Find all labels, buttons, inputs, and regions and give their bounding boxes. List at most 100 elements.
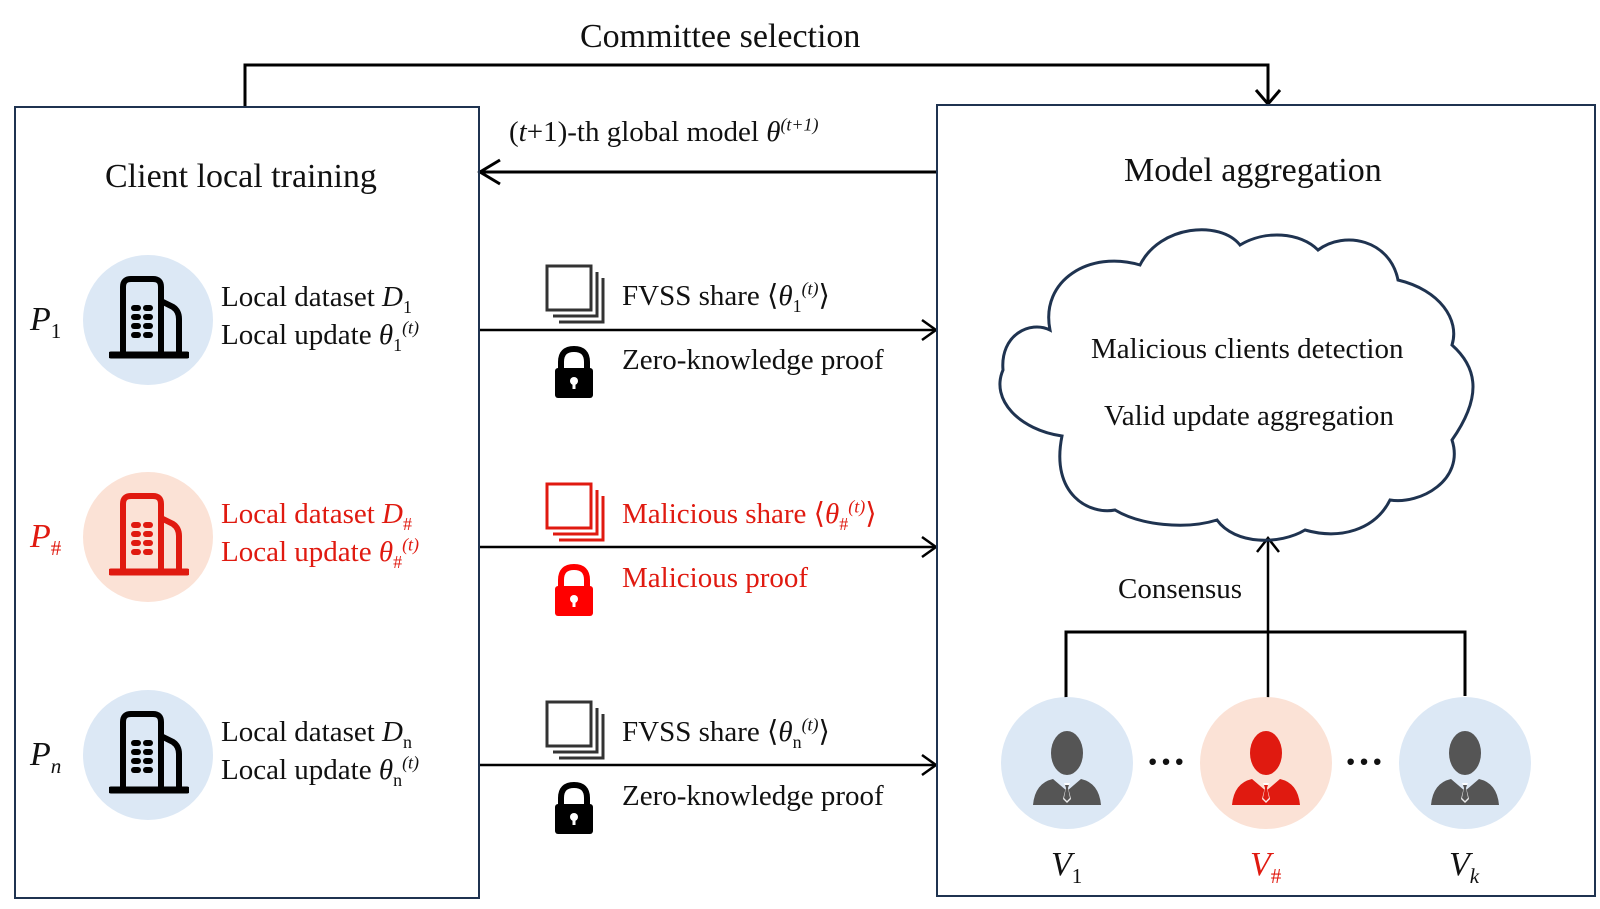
share-sup: (t) bbox=[801, 278, 819, 299]
global-model-label: (t+1)-th global model θ(t+1) bbox=[509, 115, 819, 148]
gm-sup: (t+1) bbox=[780, 114, 819, 135]
validator-sub: # bbox=[1270, 863, 1282, 888]
share-label: FVSS share ⟨θn(t)⟩ bbox=[622, 715, 830, 750]
client-sub: # bbox=[50, 535, 62, 560]
client-name: P bbox=[30, 301, 51, 338]
lock-icon bbox=[551, 781, 597, 841]
person-icon bbox=[1425, 727, 1505, 812]
validator-label: V1 bbox=[1051, 848, 1082, 887]
share-text: FVSS share ⟨ bbox=[622, 280, 779, 312]
update-symbol: θ bbox=[378, 754, 394, 786]
client-update: Local update θ#(t) bbox=[221, 535, 419, 570]
lock-icon bbox=[551, 345, 597, 405]
share-symbol: θ bbox=[825, 498, 840, 530]
person-icon bbox=[1027, 727, 1107, 812]
dataset-label: Local dataset bbox=[221, 498, 383, 530]
share-sub: 1 bbox=[792, 295, 802, 316]
dataset-sub: n bbox=[402, 731, 412, 752]
dataset-symbol: D bbox=[382, 281, 403, 313]
update-label: Local update bbox=[221, 319, 379, 351]
share-symbol: θ bbox=[778, 716, 793, 748]
model-aggregation-panel bbox=[936, 104, 1596, 897]
share-label: Malicious share ⟨θ#(t)⟩ bbox=[622, 497, 877, 532]
dataset-sub: 1 bbox=[402, 296, 412, 317]
gm-suffix: +1)-th global model bbox=[526, 116, 767, 148]
gm-t: t bbox=[518, 116, 527, 148]
committee-selection-arrow bbox=[243, 63, 1270, 106]
proof-label: Zero-knowledge proof bbox=[622, 780, 884, 812]
dataset-symbol: D bbox=[382, 498, 403, 530]
share-text: Malicious share ⟨ bbox=[622, 498, 825, 530]
update-sub: 1 bbox=[393, 334, 403, 355]
validator-label: Vk bbox=[1449, 846, 1479, 887]
validator-label: V# bbox=[1250, 846, 1281, 887]
proof-label: Zero-knowledge proof bbox=[622, 344, 884, 376]
share-stack-icon bbox=[543, 480, 607, 547]
proof-label: Malicious proof bbox=[622, 562, 809, 594]
validator-avatar bbox=[1200, 697, 1332, 829]
dataset-label: Local dataset bbox=[221, 716, 383, 748]
client-update: Local update θn(t) bbox=[221, 753, 419, 788]
update-symbol: θ bbox=[378, 536, 394, 568]
client-avatar bbox=[83, 255, 213, 385]
update-symbol: θ bbox=[378, 319, 394, 351]
consensus-tree bbox=[1064, 630, 1467, 698]
share-sub: n bbox=[792, 731, 802, 752]
client-row: P1 Local dataset D1 Local update θ1(t) bbox=[0, 255, 480, 385]
client-name: P bbox=[30, 518, 51, 555]
client-sub: n bbox=[50, 753, 62, 778]
validator-sub: k bbox=[1469, 863, 1480, 888]
validator-name: V bbox=[1250, 846, 1271, 883]
share-stack-icon bbox=[543, 698, 607, 765]
update-label: Local update bbox=[221, 754, 379, 786]
share-text: FVSS share ⟨ bbox=[622, 716, 779, 748]
client-dataset: Local dataset D# bbox=[221, 498, 412, 533]
update-label: Local update bbox=[221, 536, 379, 568]
building-icon bbox=[107, 488, 191, 583]
update-sub: n bbox=[393, 769, 403, 790]
cloud-line-aggregation: Valid update aggregation bbox=[1104, 400, 1394, 432]
client-sub: 1 bbox=[50, 318, 62, 343]
left-panel-title: Client local training bbox=[105, 158, 377, 195]
dataset-sub: # bbox=[402, 513, 412, 534]
client-dataset: Local dataset Dn bbox=[221, 716, 412, 751]
share-close: ⟩ bbox=[865, 498, 877, 530]
update-sup: (t) bbox=[402, 534, 420, 555]
dataset-label: Local dataset bbox=[221, 281, 383, 313]
client-label: P# bbox=[30, 518, 61, 559]
lock-icon bbox=[551, 563, 597, 623]
cloud-line-detection: Malicious clients detection bbox=[1091, 333, 1404, 365]
client-update: Local update θ1(t) bbox=[221, 318, 419, 353]
person-icon bbox=[1226, 727, 1306, 812]
share-sup: (t) bbox=[801, 714, 819, 735]
share-stack-icon bbox=[543, 262, 607, 329]
share-sub: # bbox=[839, 513, 849, 534]
client-local-training-panel bbox=[14, 106, 480, 899]
client-row: P# Local dataset D# Local update θ#(t) bbox=[0, 472, 480, 602]
client-label: P1 bbox=[30, 301, 61, 342]
update-sub: # bbox=[393, 551, 403, 572]
client-avatar bbox=[83, 472, 213, 602]
client-label: Pn bbox=[30, 738, 61, 777]
validator-sub: 1 bbox=[1071, 863, 1083, 888]
ellipsis: ··· bbox=[1146, 739, 1187, 784]
validator-avatar bbox=[1399, 697, 1531, 829]
building-icon bbox=[107, 271, 191, 366]
ellipsis: ··· bbox=[1344, 739, 1385, 784]
validator-name: V bbox=[1449, 846, 1470, 883]
share-symbol: θ bbox=[778, 280, 793, 312]
share-close: ⟩ bbox=[818, 716, 830, 748]
share-close: ⟩ bbox=[818, 280, 830, 312]
client-dataset: Local dataset D1 bbox=[221, 281, 412, 316]
update-sup: (t) bbox=[402, 317, 420, 338]
right-panel-title: Model aggregation bbox=[1124, 152, 1382, 189]
client-row: Pn Local dataset Dn Local update θn(t) bbox=[0, 690, 480, 820]
update-sup: (t) bbox=[402, 752, 420, 773]
dataset-symbol: D bbox=[382, 716, 403, 748]
committee-selection-label: Committee selection bbox=[580, 18, 861, 55]
share-label: FVSS share ⟨θ1(t)⟩ bbox=[622, 279, 830, 314]
gm-theta: θ bbox=[766, 116, 781, 148]
validator-avatar bbox=[1001, 697, 1133, 829]
consensus-label: Consensus bbox=[1118, 573, 1243, 605]
